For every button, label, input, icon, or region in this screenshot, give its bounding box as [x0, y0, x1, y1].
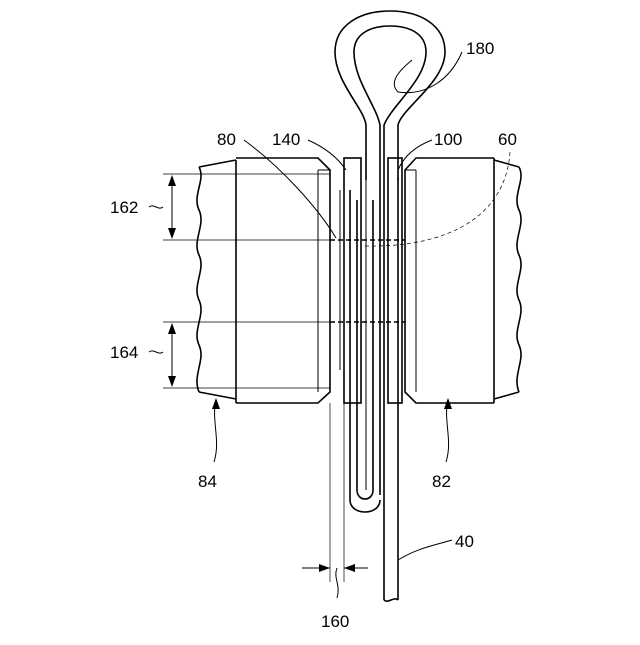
- label-82: 82: [432, 472, 451, 491]
- dim-162-leader: [149, 206, 163, 208]
- dim-160-leader: [336, 568, 338, 598]
- label-60: 60: [498, 130, 517, 149]
- leader-82: 82: [432, 398, 452, 491]
- dimension-164: 164: [110, 322, 330, 388]
- loop-outer-outline: [335, 11, 445, 180]
- dim-164-arrow-top: [168, 323, 176, 334]
- leader-100-line: [398, 140, 432, 170]
- dim-160-arrow-right: [344, 564, 355, 572]
- dim-164-leader: [149, 351, 163, 353]
- label-40: 40: [455, 532, 474, 551]
- leader-84: 84: [198, 398, 220, 491]
- leader-140-line: [308, 140, 346, 170]
- dim-162-arrow-top: [168, 175, 176, 186]
- leader-82-line: [446, 400, 449, 462]
- label-160: 160: [321, 612, 349, 631]
- label-100: 100: [434, 130, 462, 149]
- label-164: 164: [110, 343, 138, 362]
- weld-lines: [330, 240, 405, 322]
- dimension-162: 162: [110, 174, 330, 240]
- leader-60-line: [364, 152, 510, 246]
- leader-40-line: [398, 540, 452, 560]
- u-fold-inner: [357, 200, 373, 499]
- right-member-head: [405, 158, 494, 403]
- strip-end-break: [384, 599, 398, 601]
- label-80: 80: [217, 130, 236, 149]
- leader-140: 140: [272, 130, 346, 170]
- left-member-top-back-edge: [199, 160, 236, 167]
- loop-element: [335, 11, 445, 495]
- label-140: 140: [272, 130, 300, 149]
- right-member-bottom-back-edge: [494, 392, 519, 399]
- dimension-160: 160: [302, 403, 368, 631]
- label-180: 180: [466, 39, 494, 58]
- leader-80-line: [244, 140, 336, 238]
- left-member: [197, 158, 330, 403]
- leader-84-arrow: [212, 398, 220, 409]
- label-162: 162: [110, 198, 138, 217]
- leader-100: 100: [398, 130, 462, 170]
- right-member-top-back-edge: [494, 160, 519, 167]
- label-84: 84: [198, 472, 217, 491]
- dim-160-arrow-left: [319, 564, 330, 572]
- loop-inner-outline: [354, 26, 426, 125]
- left-member-bottom-back-edge: [199, 392, 236, 399]
- right-member-break-line: [517, 167, 521, 392]
- left-plate: [344, 158, 361, 403]
- dim-164-arrow-bottom: [168, 376, 176, 387]
- dim-162-arrow-bottom: [168, 228, 176, 239]
- right-member: [405, 158, 521, 403]
- right-plate: [388, 158, 402, 403]
- left-member-head: [236, 158, 330, 403]
- strip: [384, 178, 398, 601]
- u-fold-outer: [350, 190, 380, 512]
- left-member-break-line: [197, 167, 201, 392]
- leader-40: 40: [398, 532, 474, 560]
- u-fold: [350, 180, 380, 512]
- leader-84-line: [214, 400, 217, 462]
